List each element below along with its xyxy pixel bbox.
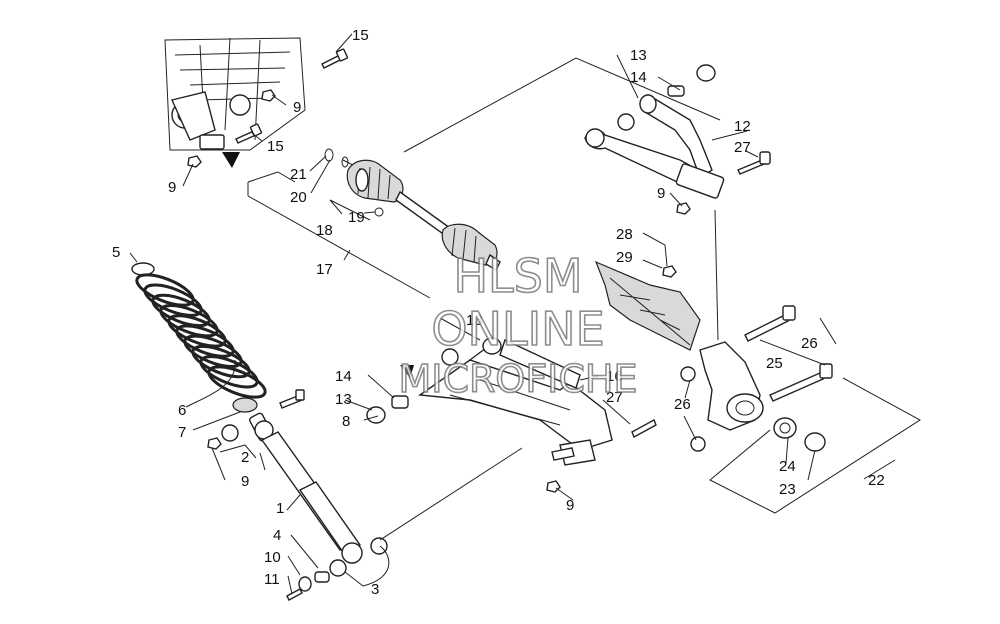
spring-coil — [135, 273, 195, 307]
spring-coil — [175, 324, 235, 358]
callout-14: 14 — [335, 368, 352, 385]
callout-18: 18 — [316, 222, 333, 239]
callout-16: 16 — [606, 368, 623, 385]
callout-1: 1 — [276, 500, 284, 517]
hub-knuckle — [680, 341, 826, 452]
callout-20: 20 — [290, 189, 307, 206]
callout-8: 8 — [342, 413, 350, 430]
direction-arrow-icon — [222, 152, 240, 168]
spring-coil — [143, 283, 203, 317]
callout-28: 28 — [616, 226, 633, 243]
watermark-line-2: ONLINE — [431, 302, 604, 356]
callout-27: 27 — [734, 139, 751, 156]
upper-arm-bushings — [617, 64, 771, 215]
spring-coil — [167, 314, 227, 348]
callout-27: 27 — [606, 389, 623, 406]
callout-13: 13 — [335, 391, 352, 408]
callout-2: 2 — [241, 449, 249, 466]
callout-26: 26 — [674, 396, 691, 413]
callout-9: 9 — [168, 179, 176, 196]
spring-coil — [199, 355, 259, 389]
callout-5: 5 — [112, 244, 120, 261]
callout-12: 12 — [734, 118, 751, 135]
lower-arm-bushings — [366, 395, 561, 493]
spring-coil — [191, 344, 251, 379]
leader-lines — [129, 33, 921, 595]
spring-coil — [183, 334, 243, 368]
callout-15: 15 — [267, 138, 284, 155]
callout-6: 6 — [178, 402, 186, 419]
callout-9: 9 — [293, 99, 301, 116]
callout-labels: 15 9 15 9 21 20 19 18 17 13 14 12 27 9 2… — [112, 27, 885, 598]
upper-a-arm — [584, 94, 725, 199]
shock-absorber — [249, 412, 388, 564]
callout-3: 3 — [371, 581, 379, 598]
callout-10: 10 — [264, 549, 281, 566]
watermark-line-1: HLSM — [453, 249, 582, 303]
engine-frame-drawing — [164, 37, 306, 151]
engine-nuts — [187, 89, 276, 168]
spring-coil — [207, 365, 267, 399]
callout-13: 13 — [466, 312, 483, 329]
callout-21: 21 — [290, 166, 307, 183]
watermark-line-3: MICROFICHE — [398, 357, 637, 401]
heat-shield — [594, 260, 701, 351]
callout-9: 9 — [657, 185, 665, 202]
knuckle-bolts — [744, 305, 833, 402]
shock-hardware — [207, 389, 347, 601]
spring-coil — [151, 293, 211, 328]
callout-4: 4 — [273, 527, 281, 544]
callout-25: 25 — [766, 355, 783, 372]
watermark: HLSM ONLINE MICROFICHE — [398, 248, 639, 402]
callout-29: 29 — [616, 249, 633, 266]
callout-13: 13 — [630, 47, 647, 64]
callout-22: 22 — [868, 472, 885, 489]
callout-19: 19 — [348, 209, 365, 226]
spring-coil — [159, 304, 219, 338]
drive-axle — [342, 159, 501, 271]
callout-24: 24 — [779, 458, 796, 475]
callout-9: 9 — [241, 473, 249, 490]
engine-bolts — [235, 48, 349, 144]
callout-11: 11 — [264, 571, 280, 588]
callout-23: 23 — [779, 481, 796, 498]
direction-arrow-icon-2 — [400, 365, 414, 378]
lower-a-arm — [418, 337, 657, 466]
coil-spring — [131, 262, 267, 413]
callout-7: 7 — [178, 424, 186, 441]
callout-15: 15 — [352, 27, 369, 44]
callout-26: 26 — [801, 335, 818, 352]
callout-14: 14 — [630, 69, 647, 86]
callout-17: 17 — [316, 261, 333, 278]
callout-9: 9 — [566, 497, 574, 514]
